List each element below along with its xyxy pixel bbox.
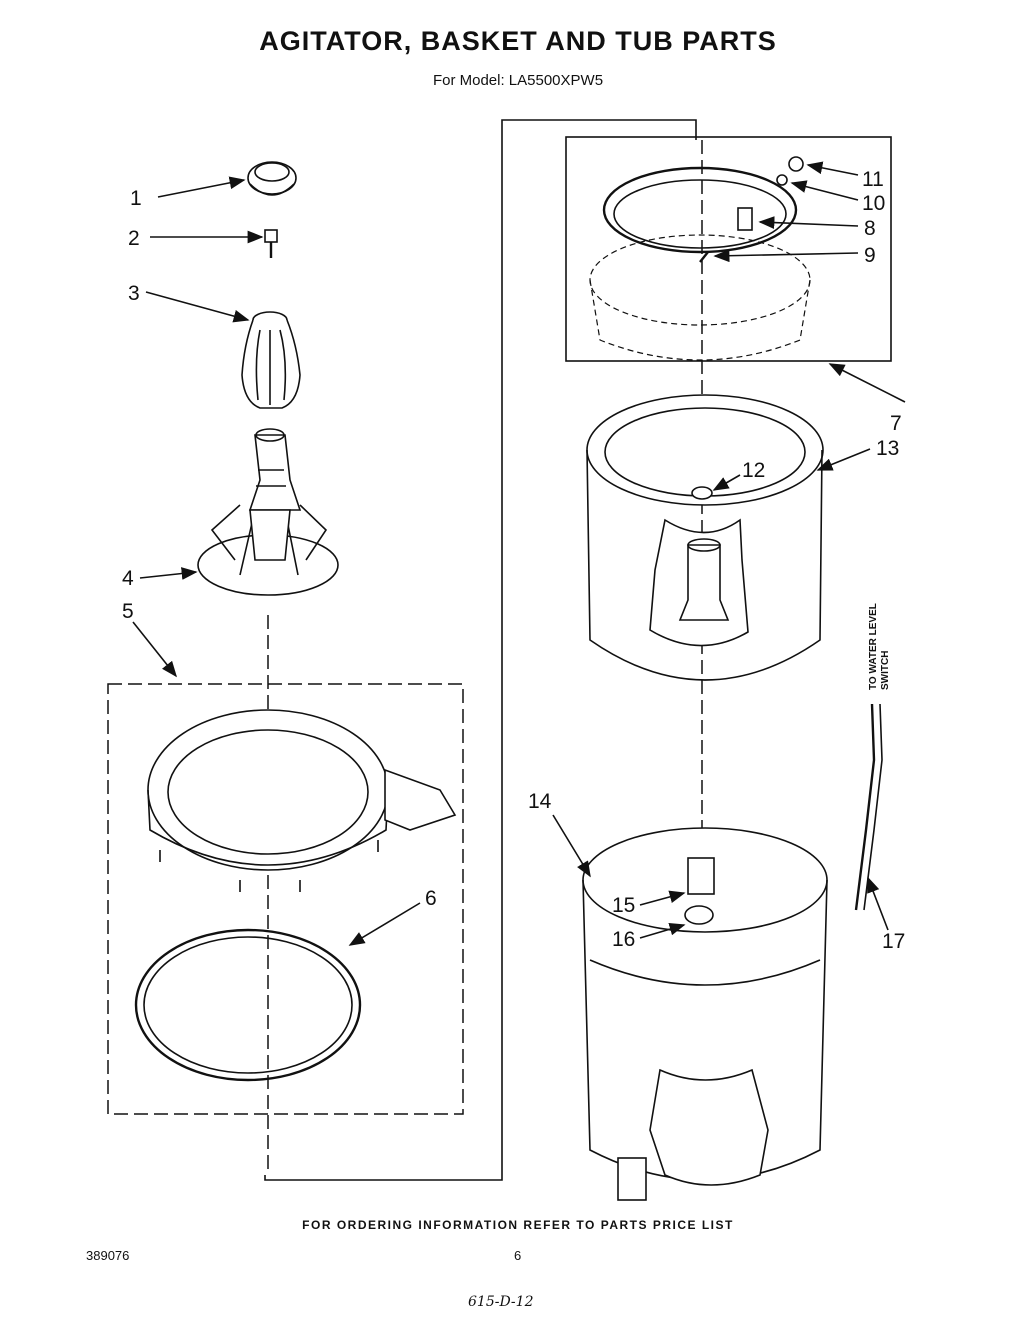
water-level-label-line2: SWITCH [880, 651, 891, 690]
callout-15: 15 [612, 894, 635, 917]
callout-12: 12 [742, 459, 765, 482]
part-11-nut [788, 156, 804, 172]
part-17-hose [854, 703, 883, 911]
callout-10: 10 [862, 192, 885, 215]
callout-14: 14 [528, 790, 552, 813]
callout-4: 4 [122, 567, 134, 590]
part-7-balance-ring [589, 166, 811, 361]
callout-8: 8 [864, 217, 876, 240]
callout-13: 13 [876, 437, 899, 460]
part-4-agitator-base [197, 428, 339, 596]
part-5-group-box [107, 683, 464, 1115]
part-12-nut [691, 486, 713, 500]
part-9-screw [699, 251, 709, 263]
part-10-washer [776, 174, 788, 186]
water-level-label-line1: TO WATER LEVEL [868, 603, 879, 690]
part-5-tub-ring [147, 709, 457, 892]
page-number: 6 [514, 1248, 522, 1263]
part-8-clip [737, 207, 753, 231]
callout-7: 7 [890, 412, 902, 435]
part-1-agitator-cap [247, 161, 297, 196]
part-2-bolt [264, 229, 278, 258]
ordering-note: FOR ORDERING INFORMATION REFER TO PARTS … [302, 1218, 734, 1232]
document-number: 389076 [86, 1248, 130, 1263]
callout-5: 5 [122, 600, 134, 623]
callout-11: 11 [862, 168, 884, 191]
assembly-connector-line [264, 119, 697, 1181]
page-title: AGITATOR, BASKET AND TUB PARTS [259, 26, 777, 56]
part-6-seal-ring [134, 928, 362, 1082]
part-3-agitator-barrel [241, 311, 301, 409]
model-subtitle: For Model: LA5500XPW5 [432, 72, 604, 89]
part-7-group-box [565, 136, 892, 362]
callout-17: 17 [882, 930, 905, 953]
water-level-label: TO WATER LEVEL SWITCH [868, 603, 891, 690]
callout-3: 3 [128, 282, 140, 305]
part-16-seal [684, 905, 714, 925]
handwritten-note: 615-D-12 [468, 1294, 534, 1310]
callout-2: 2 [128, 227, 140, 250]
callout-9: 9 [864, 244, 876, 267]
callout-6: 6 [425, 887, 437, 910]
callout-1: 1 [130, 187, 142, 210]
part-13-basket [586, 394, 824, 681]
part-15-drive-block [687, 857, 715, 895]
callout-16: 16 [612, 928, 635, 951]
